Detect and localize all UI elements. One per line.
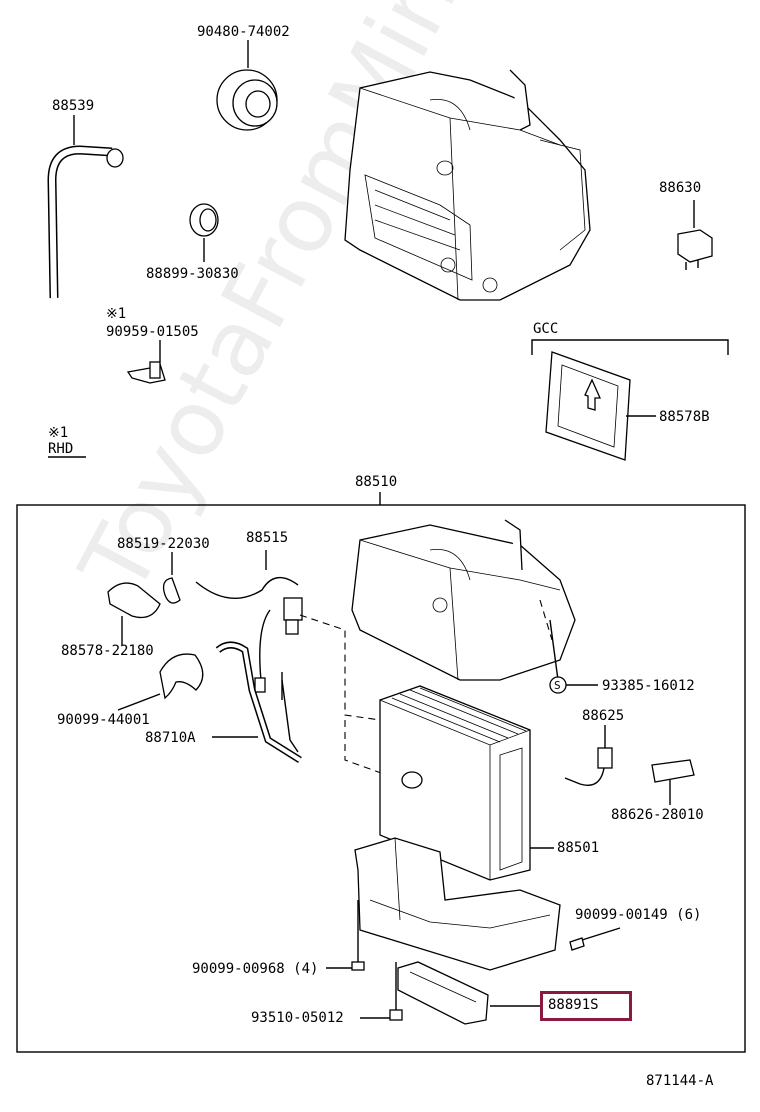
label-93385-16012: 93385-16012 <box>602 678 695 694</box>
label-88510: 88510 <box>355 474 398 490</box>
screw-90099-00968 <box>326 900 365 971</box>
label-93385-mark: S <box>554 679 561 692</box>
grommet-90480 <box>216 40 278 131</box>
label-90959-mark: ※1 <box>106 306 127 322</box>
cooling-unit-top <box>344 69 591 301</box>
screw-90099-00149 <box>569 927 621 951</box>
amplifier-88625 <box>564 725 613 786</box>
label-90480-74002: 90480-74002 <box>197 24 290 40</box>
gcc-bracket <box>531 339 729 355</box>
label-note-mark: ※1 <box>48 425 69 441</box>
label-88578B: 88578B <box>659 409 710 425</box>
label-gcc: GCC <box>533 321 559 337</box>
insulator-88578-22180 <box>107 582 161 645</box>
label-90099-00968: 90099-00968 (4) <box>192 961 319 977</box>
label-88630: 88630 <box>659 180 702 196</box>
screw-93510 <box>360 962 403 1021</box>
label-88515: 88515 <box>246 530 289 546</box>
pipe-88710A <box>212 641 423 789</box>
highlight-88891S[interactable] <box>540 991 632 1021</box>
cooling-unit-case <box>351 519 576 681</box>
label-rhd: RHD <box>48 441 74 457</box>
label-90099-44001: 90099-44001 <box>57 712 150 728</box>
drain-hose-88539 <box>47 115 124 299</box>
lower-case <box>354 837 561 971</box>
label-88625: 88625 <box>582 708 625 724</box>
label-88626-28010: 88626-28010 <box>611 807 704 823</box>
packing-90099-44001 <box>117 653 204 711</box>
filter-88578B <box>545 351 656 461</box>
label-88899-30830: 88899-30830 <box>146 266 239 282</box>
clamp-88519 <box>162 552 181 604</box>
label-88501: 88501 <box>557 840 600 856</box>
label-90099-00149: 90099-00149 (6) <box>575 907 702 923</box>
label-90959-01505: 90959-01505 <box>106 324 199 340</box>
bracket-88891S <box>397 961 540 1025</box>
thermistor-88515 <box>195 550 299 599</box>
label-88519-22030: 88519-22030 <box>117 536 210 552</box>
label-88710A: 88710A <box>145 730 196 746</box>
relay-88630 <box>677 200 713 270</box>
expansion-valve <box>254 597 303 700</box>
diagram-id: 871144-A <box>646 1073 714 1089</box>
clip-90959 <box>126 340 166 384</box>
label-93510-05012: 93510-05012 <box>251 1010 344 1026</box>
label-88578-22180: 88578-22180 <box>61 643 154 659</box>
label-88539: 88539 <box>52 98 95 114</box>
connector-88626 <box>651 759 695 805</box>
assembly-frame <box>16 504 746 1053</box>
evaporator-88501 <box>379 685 554 881</box>
screw-93385 <box>549 676 598 694</box>
plug-88899 <box>189 203 219 262</box>
label-88891S[interactable]: 88891S <box>548 997 599 1013</box>
